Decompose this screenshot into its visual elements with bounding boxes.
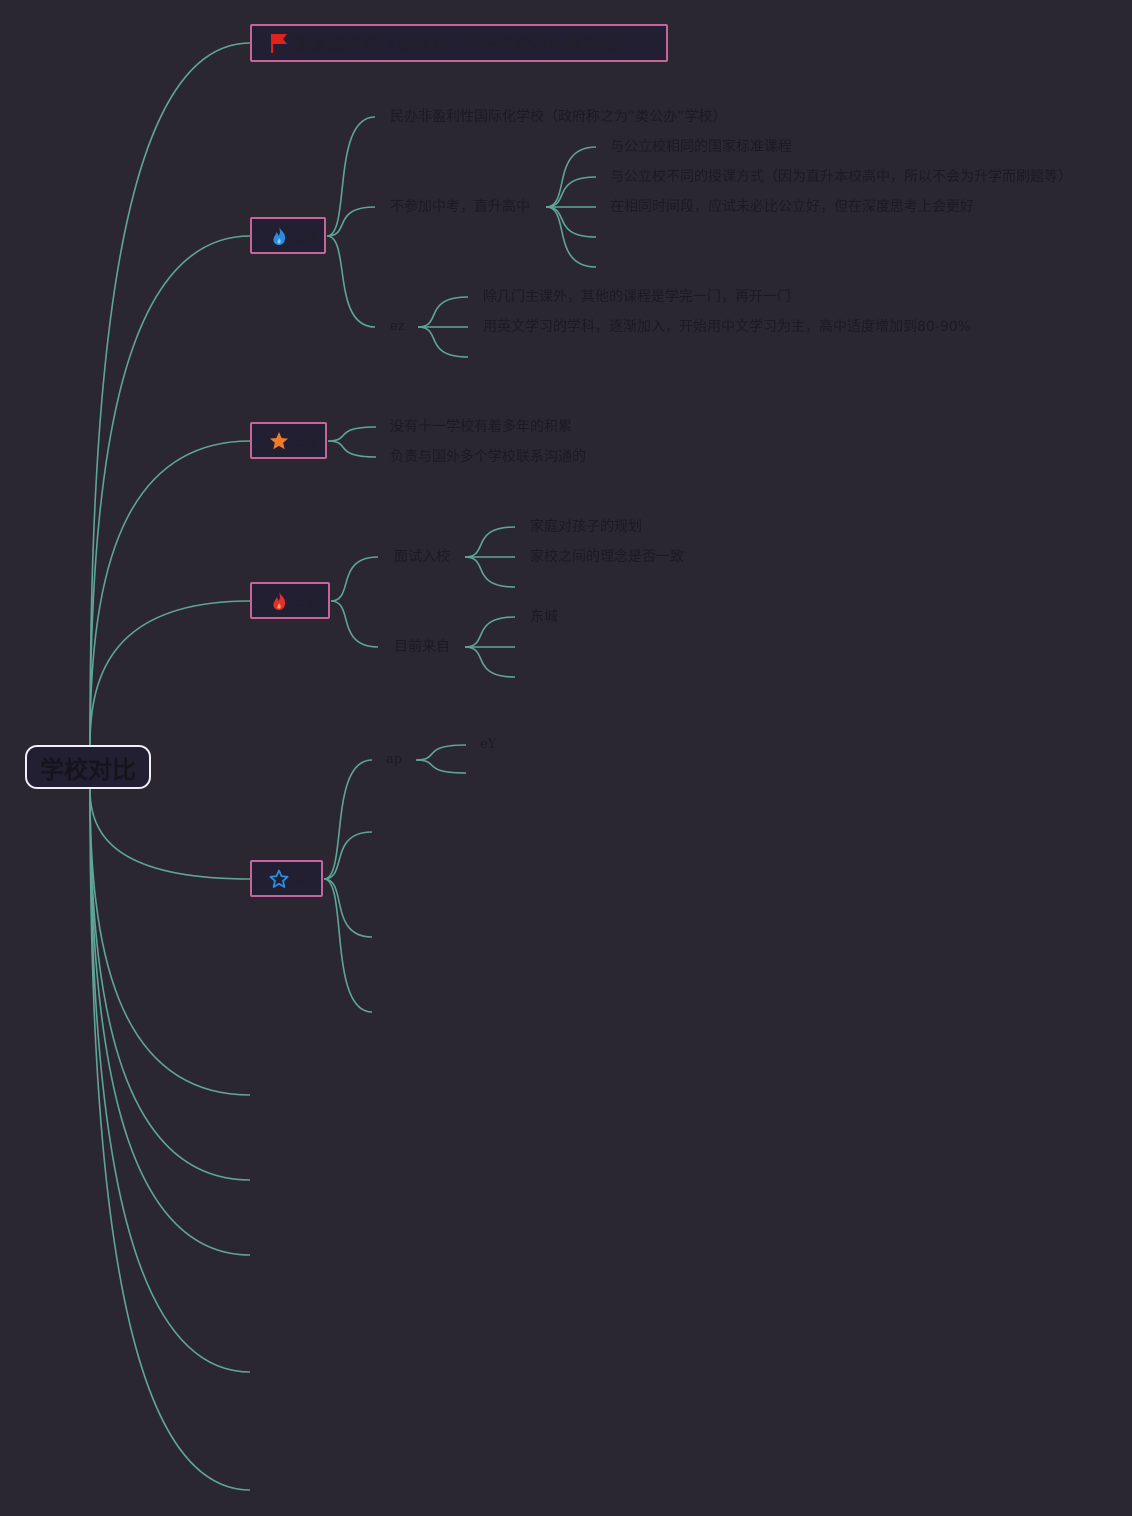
fc-child-ap[interactable]: ap xyxy=(386,752,403,767)
link-origin-0 xyxy=(464,616,516,648)
link-interview-2 xyxy=(464,556,516,588)
red-fire-icon xyxy=(268,590,290,612)
link-noexam-4 xyxy=(545,206,597,268)
branch-label-es: eS xyxy=(294,430,316,451)
link-root-top xyxy=(89,42,251,746)
branch-node-ev[interactable]: eV xyxy=(250,582,330,619)
link-fc-0 xyxy=(323,759,373,880)
root-node[interactable]: 学校对比 xyxy=(25,745,151,789)
link-root-ev xyxy=(89,600,251,746)
link-ap-noexam xyxy=(326,206,376,237)
no-exam-child-2[interactable]: 与公立校不同的授课方式（因为直升本校高中，所以不会为升学而刷题等） xyxy=(610,169,1072,185)
fc-ap-child-1[interactable]: eY xyxy=(480,737,497,752)
branch-label-ev: eV xyxy=(294,590,317,611)
no-exam-child-3[interactable]: 在相同时间段，应试未必比公立好，但在深度思考上会更好 xyxy=(610,199,974,215)
ap-child-ez[interactable]: ez xyxy=(390,319,405,334)
branch-node-es[interactable]: eS xyxy=(250,422,327,459)
link-ez-0 xyxy=(417,296,469,328)
link-root-empty-1 xyxy=(89,788,251,1096)
blue-fire-icon xyxy=(268,225,290,247)
branch-label-top: 未来城学校（承办方：十一学校高中国际部） xyxy=(294,35,634,56)
link-noexam-3 xyxy=(545,206,597,238)
link-root-ap xyxy=(89,235,251,746)
link-root-fc xyxy=(89,788,251,880)
link-fc-1 xyxy=(323,831,373,880)
interview-child-2[interactable]: 家校之间的理念是否一致 xyxy=(530,549,684,565)
link-ap-civil xyxy=(326,116,376,237)
link-noexam-0 xyxy=(545,146,597,208)
link-root-empty-5 xyxy=(89,788,251,1491)
es-child-2[interactable]: 负责与国外多个学校联系沟通的 xyxy=(390,449,586,465)
red-flag-icon xyxy=(268,32,290,54)
orange-star-icon xyxy=(268,430,290,452)
link-interview-0 xyxy=(464,526,516,558)
ev-child-origin[interactable]: 目前来自 xyxy=(394,639,450,655)
link-ez-2 xyxy=(417,326,469,358)
link-root-empty-4 xyxy=(89,788,251,1373)
branch-node-fc[interactable]: fc xyxy=(250,860,323,897)
origin-child-1[interactable]: 东城 xyxy=(530,609,558,625)
es-child-1[interactable]: 没有十一学校有着多年的积累 xyxy=(390,419,572,435)
link-root-empty-3 xyxy=(89,788,251,1256)
link-es-1 xyxy=(327,440,377,458)
link-fc-2 xyxy=(323,878,373,938)
ev-child-interview[interactable]: 面试入校 xyxy=(394,549,450,565)
link-fc-ap-1 xyxy=(415,759,467,774)
link-ev-interview xyxy=(330,556,379,602)
ez-child-1[interactable]: 除几门主课外，其他的课程是学完一门，再开一门 xyxy=(483,289,791,305)
blue-star-outline-icon xyxy=(268,868,290,890)
link-fc-3 xyxy=(323,878,373,1013)
link-noexam-1 xyxy=(545,176,597,208)
branch-label-fc: fc xyxy=(294,868,310,889)
interview-child-1[interactable]: 家庭对孩子的规划 xyxy=(530,519,642,535)
ap-child-civil[interactable]: 民办非盈利性国际化学校（政府称之为“类公办”学校） xyxy=(390,109,727,125)
branch-node-ap[interactable]: ap xyxy=(250,217,326,254)
ez-child-2[interactable]: 用英文学习的学科，逐渐加入，开始用中文学习为主，高中适度增加到80-90% xyxy=(483,319,971,335)
no-exam-child-1[interactable]: 与公立校相同的国家标准课程 xyxy=(610,139,792,155)
link-ev-origin xyxy=(330,600,379,648)
branch-label-ap: ap xyxy=(294,225,316,246)
link-root-es xyxy=(89,440,251,746)
link-origin-2 xyxy=(464,646,516,678)
link-ap-ez xyxy=(326,235,376,328)
branch-node-top[interactable]: 未来城学校（承办方：十一学校高中国际部） xyxy=(250,24,668,62)
root-label: 学校对比 xyxy=(40,755,136,784)
link-fc-ap-0 xyxy=(415,744,467,761)
ap-child-no-exam[interactable]: 不参加中考，直升高中 xyxy=(390,199,530,215)
link-es-0 xyxy=(327,426,377,442)
